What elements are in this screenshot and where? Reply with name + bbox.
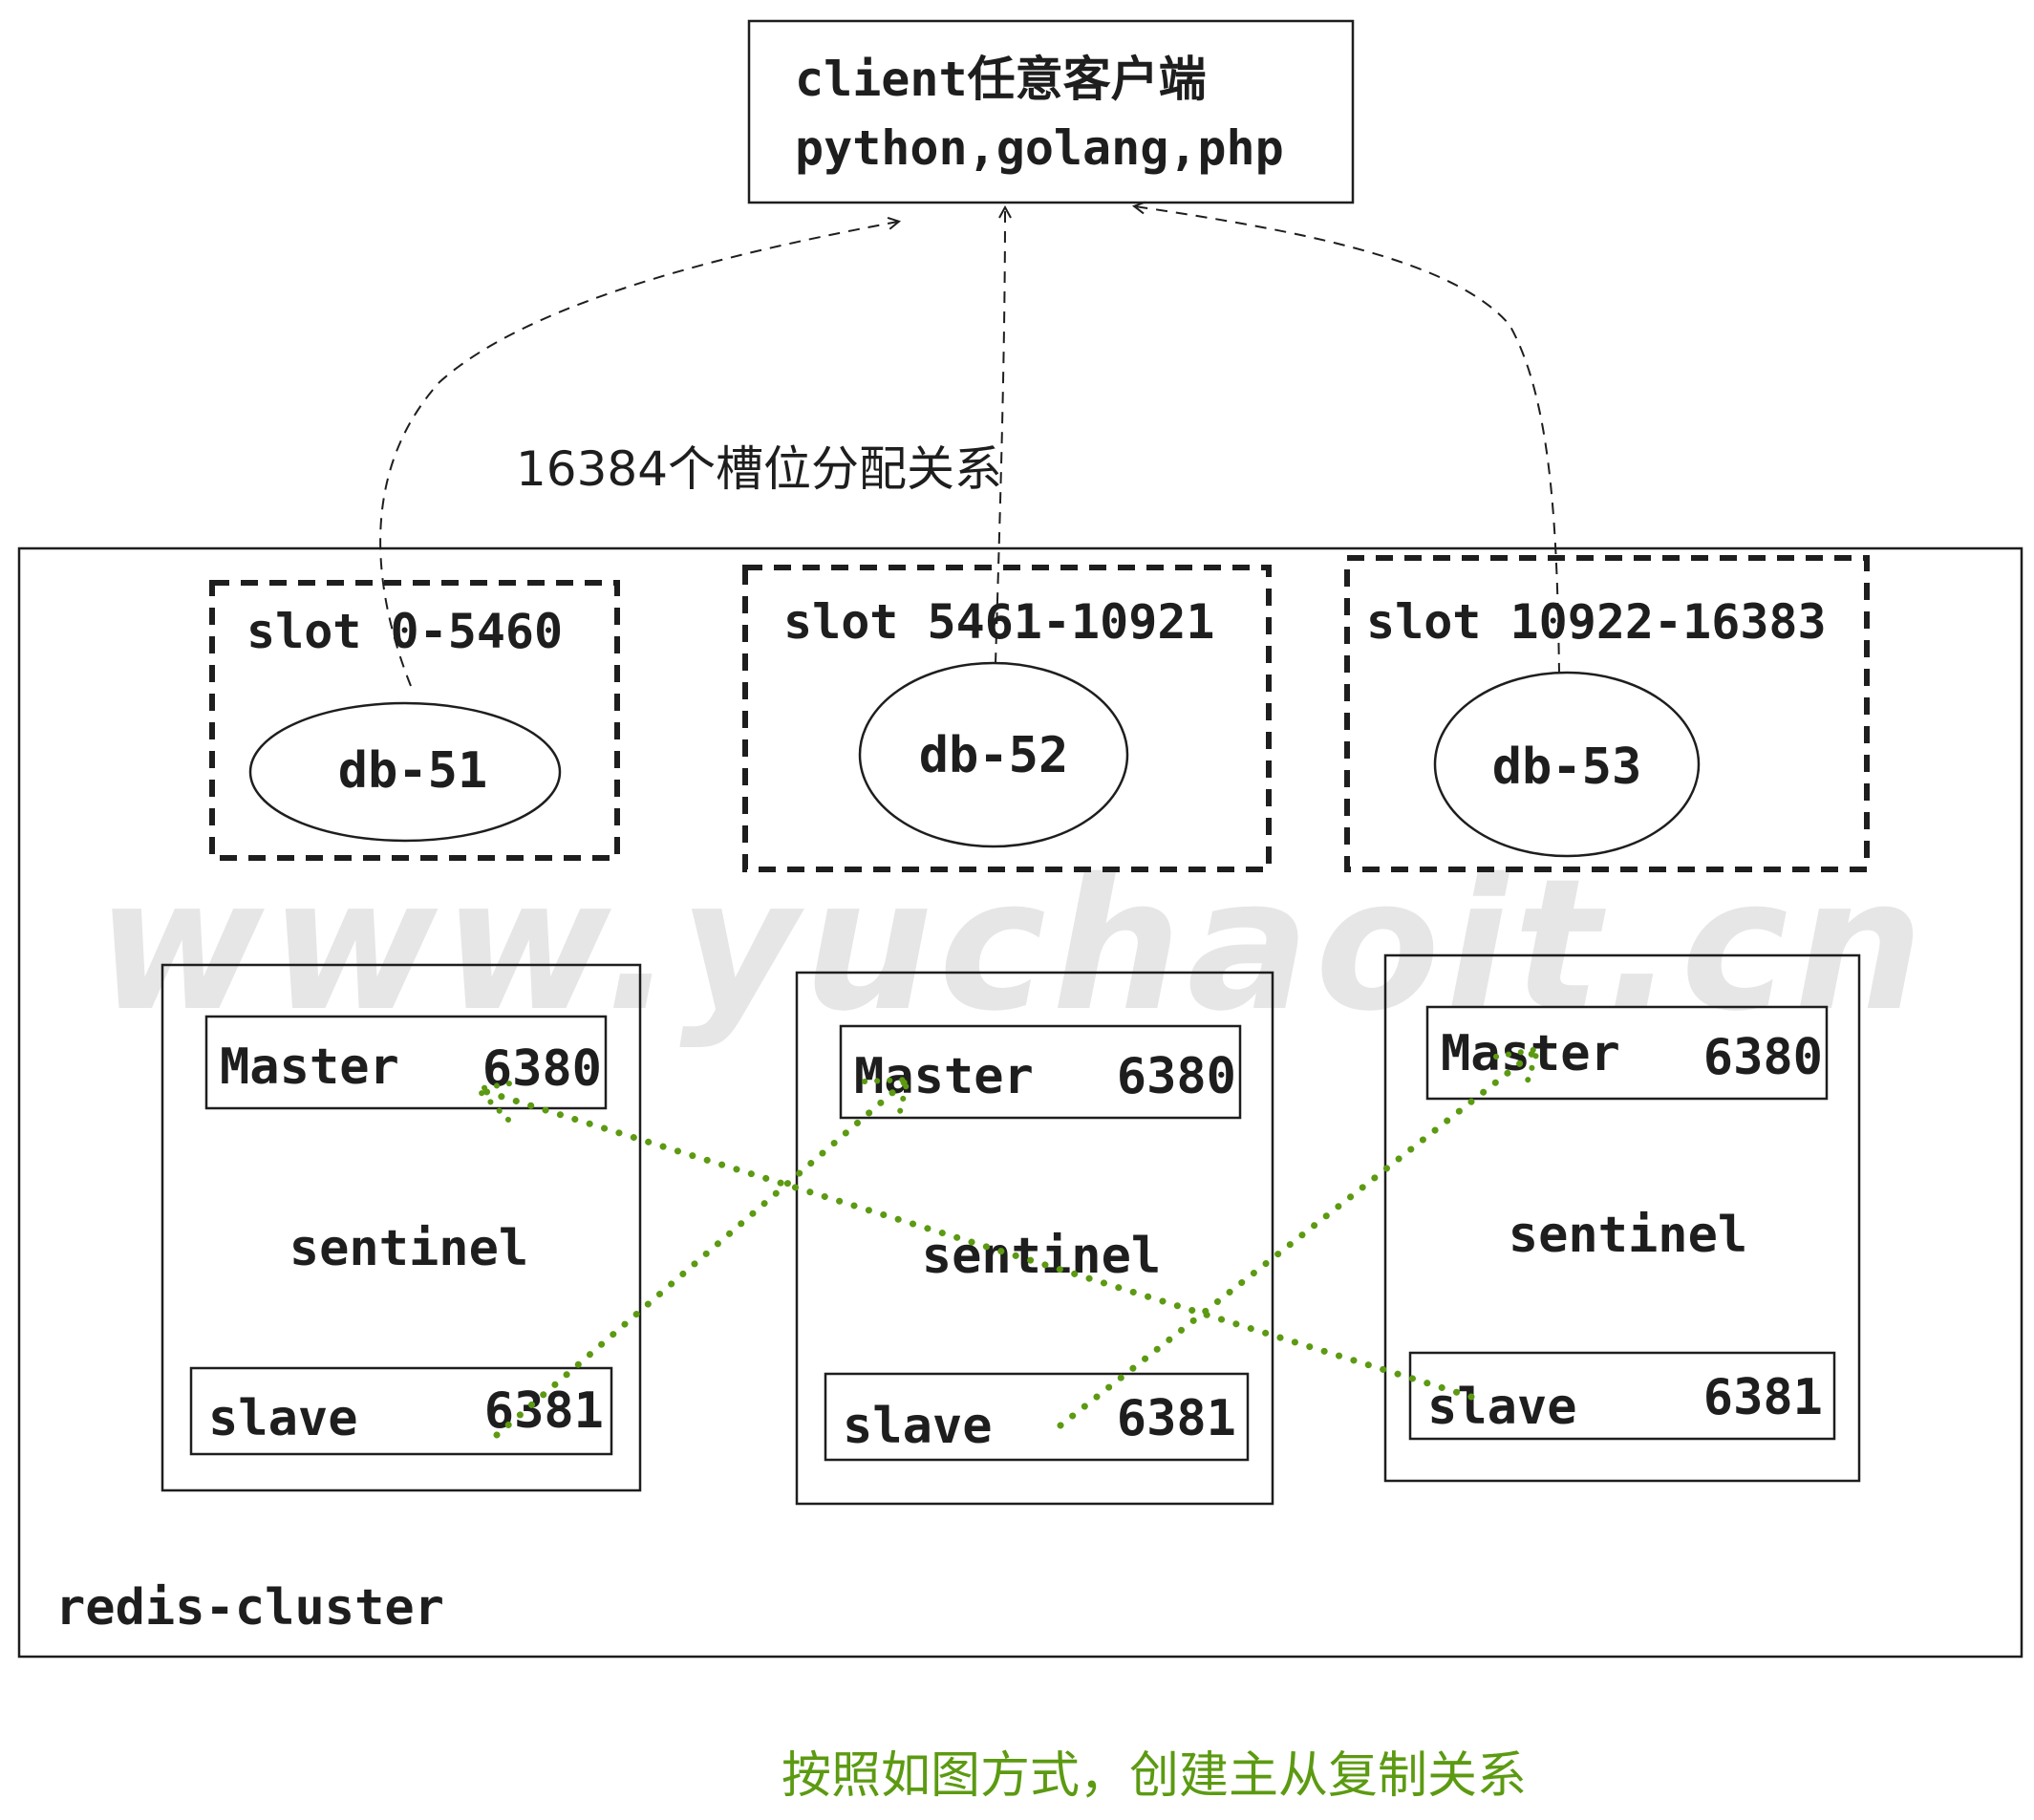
master-box xyxy=(839,1024,1242,1120)
db-node-ellipse xyxy=(858,661,1129,848)
slot-group-3: slot 10922-16383 db-53 xyxy=(1344,555,1870,872)
master-port: 6380 xyxy=(1117,1048,1236,1105)
slave-port: 6381 xyxy=(1117,1390,1236,1447)
sentinel-label: sentinel xyxy=(922,1228,1161,1285)
slave-label: slave xyxy=(843,1398,993,1455)
server-node-3: Master 6380 sentinel slave 6381 xyxy=(1383,953,1861,1483)
db-name: db-51 xyxy=(338,742,488,800)
master-label: Master xyxy=(220,1038,399,1096)
sentinel-label: sentinel xyxy=(289,1220,528,1277)
client-languages: python,golang,php xyxy=(795,120,1284,176)
replication-arrows xyxy=(474,1045,1542,1439)
cluster-label: redis-cluster xyxy=(55,1579,444,1637)
server-node-1: Master 6380 sentinel slave 6381 xyxy=(161,963,642,1492)
redis-cluster-frame xyxy=(17,546,2023,1659)
slot-group-1: slot 0-5460 db-51 xyxy=(209,580,620,861)
master-box xyxy=(1425,1005,1829,1101)
slave-label: slave xyxy=(1427,1379,1577,1436)
slot-range-label: slot 0-5460 xyxy=(246,604,563,659)
db-name: db-53 xyxy=(1492,739,1642,796)
db-node-ellipse xyxy=(248,701,562,843)
routing-arrow-db-52 xyxy=(995,208,1005,665)
master-box xyxy=(204,1015,608,1110)
db-node-ellipse xyxy=(1433,671,1701,858)
arrowhead-master1 xyxy=(471,1079,524,1123)
caption: 按照如图方式，创建主从复制关系 xyxy=(781,1747,1527,1805)
client-title: client任意客户端 xyxy=(795,52,1207,107)
replication-arrow-slave3-to-master1 xyxy=(474,1085,1475,1401)
replication-arrow-slave1-to-master2 xyxy=(493,1076,911,1439)
slot-allocation-label: 16384个槽位分配关系 xyxy=(516,441,1002,497)
slot-range-label: slot 10922-16383 xyxy=(1366,594,1827,650)
slave-box xyxy=(1408,1351,1836,1441)
sentinel-label: sentinel xyxy=(1509,1207,1747,1264)
master-port: 6380 xyxy=(1703,1029,1823,1086)
routing-arrow-db-51 xyxy=(379,222,898,687)
slave-box xyxy=(189,1366,613,1456)
arrowhead-master2 xyxy=(862,1076,911,1123)
slave-label: slave xyxy=(208,1390,358,1447)
slot-range-label: slot 5461-10921 xyxy=(783,594,1215,650)
master-label: Master xyxy=(854,1048,1034,1105)
routing-arrow-db-53 xyxy=(1135,206,1560,675)
client-box: client任意客户端 python,golang,php xyxy=(747,19,1355,204)
replication-arrow-slave2-to-master3 xyxy=(1057,1045,1542,1429)
master-port: 6380 xyxy=(482,1040,602,1098)
slave-box xyxy=(824,1372,1250,1462)
db-name: db-52 xyxy=(919,727,1069,784)
slave-port: 6381 xyxy=(1703,1369,1823,1426)
arrowhead-master3 xyxy=(1493,1045,1543,1092)
replication-arrowheads xyxy=(471,1045,1543,1123)
slave-port: 6381 xyxy=(484,1382,604,1440)
slot-group-2: slot 5461-10921 db-52 xyxy=(742,565,1272,872)
server-node-2: Master 6380 sentinel slave 6381 xyxy=(795,971,1274,1506)
